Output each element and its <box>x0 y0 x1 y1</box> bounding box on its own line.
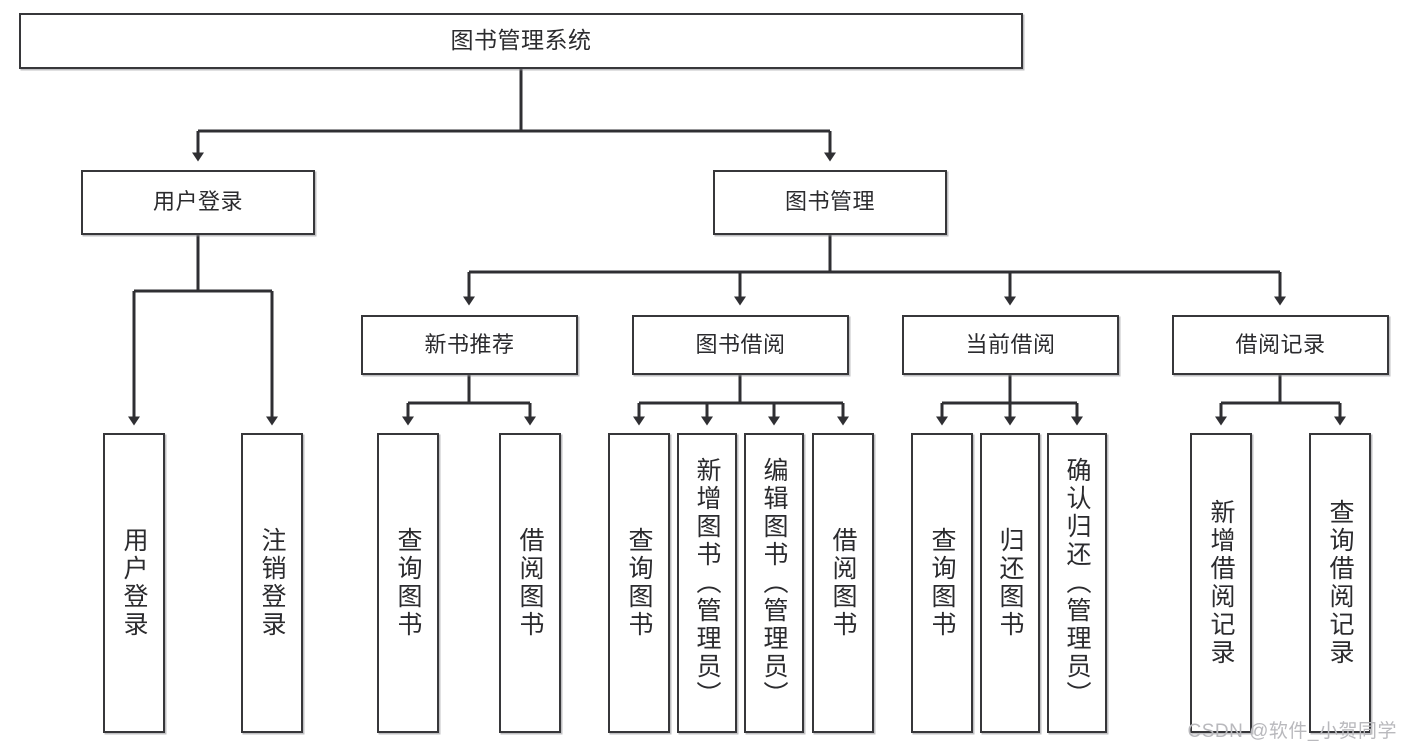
node-borrow-record-label: 借阅记录 <box>1235 331 1326 357</box>
leaf-user-login[interactable]: 用户登录 <box>103 433 165 733</box>
leaf-borrow-book-2[interactable]: 借阅图书 <box>812 433 874 733</box>
leaf-logout[interactable]: 注销登录 <box>241 433 303 733</box>
node-new-book-recommend-label: 新书推荐 <box>424 331 515 357</box>
leaf-add-book[interactable]: 新增图书（管理员） <box>677 433 737 733</box>
leaf-borrow-book-2-label: 借阅图书 <box>829 527 857 639</box>
node-current-borrow-label: 当前借阅 <box>965 331 1056 357</box>
leaf-add-record[interactable]: 新增借阅记录 <box>1190 433 1252 733</box>
leaf-query-book-3[interactable]: 查询图书 <box>911 433 973 733</box>
node-root[interactable]: 图书管理系统 <box>19 13 1023 69</box>
node-book-manage-label: 图书管理 <box>784 189 875 215</box>
leaf-return-book-label: 归还图书 <box>996 527 1024 639</box>
leaf-query-book-1-label: 查询图书 <box>394 527 422 639</box>
leaf-return-book[interactable]: 归还图书 <box>980 433 1040 733</box>
node-root-label: 图书管理系统 <box>450 27 592 54</box>
leaf-logout-label: 注销登录 <box>258 527 286 639</box>
node-book-manage[interactable]: 图书管理 <box>713 170 947 235</box>
node-book-borrow-label: 图书借阅 <box>695 331 786 357</box>
watermark: CSDN @软件_小贺同学 <box>1187 721 1397 742</box>
leaf-add-record-label: 新增借阅记录 <box>1207 499 1235 667</box>
leaf-query-book-1[interactable]: 查询图书 <box>377 433 439 733</box>
leaf-borrow-book-1[interactable]: 借阅图书 <box>499 433 561 733</box>
leaf-edit-book-label: 编辑图书（管理员） <box>760 457 788 709</box>
leaf-confirm-return-label: 确认归还（管理员） <box>1063 457 1091 709</box>
leaf-query-book-2[interactable]: 查询图书 <box>608 433 670 733</box>
leaf-edit-book[interactable]: 编辑图书（管理员） <box>744 433 804 733</box>
node-current-borrow[interactable]: 当前借阅 <box>902 315 1119 375</box>
leaf-confirm-return[interactable]: 确认归还（管理员） <box>1047 433 1107 733</box>
node-book-borrow[interactable]: 图书借阅 <box>632 315 849 375</box>
leaf-query-record-label: 查询借阅记录 <box>1326 499 1354 667</box>
node-new-book-recommend[interactable]: 新书推荐 <box>361 315 578 375</box>
leaf-add-book-label: 新增图书（管理员） <box>693 457 721 709</box>
leaf-query-record[interactable]: 查询借阅记录 <box>1309 433 1371 733</box>
node-user-login-label: 用户登录 <box>152 189 243 215</box>
leaf-query-book-2-label: 查询图书 <box>625 527 653 639</box>
leaf-query-book-3-label: 查询图书 <box>928 527 956 639</box>
leaf-borrow-book-1-label: 借阅图书 <box>516 527 544 639</box>
node-borrow-record[interactable]: 借阅记录 <box>1172 315 1389 375</box>
leaf-user-login-label: 用户登录 <box>120 527 148 639</box>
node-user-login[interactable]: 用户登录 <box>81 170 315 235</box>
